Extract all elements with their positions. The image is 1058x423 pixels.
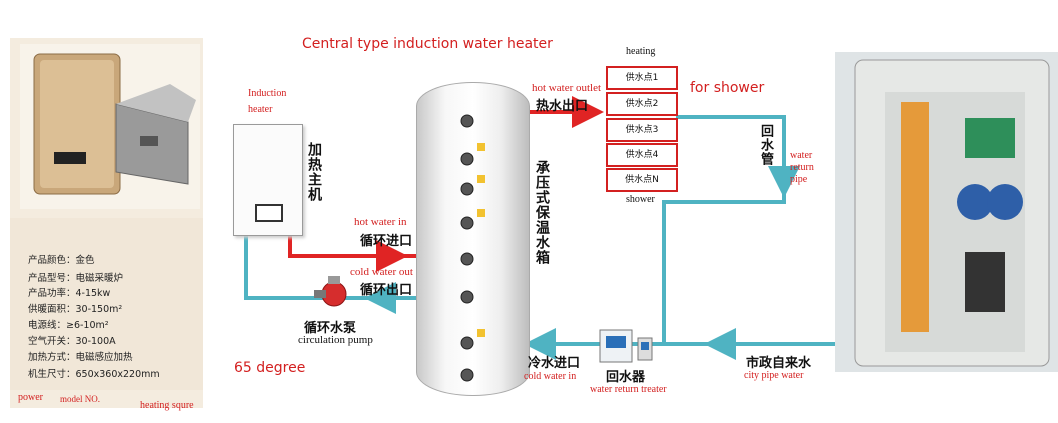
hot-water-in-cn: 循环进口 [360, 234, 413, 249]
spec-line: 加热方式：电磁感应加热 [28, 352, 133, 363]
water-point: 供水点4 [606, 143, 678, 167]
heating-label: heating [626, 46, 656, 57]
water-point: 供水点1 [606, 66, 678, 90]
power-label: power [18, 392, 43, 403]
hot-water-in-en: hot water in [354, 216, 407, 228]
model-label: model NO. [60, 394, 100, 404]
spec-line: 产品颜色：金色 [28, 255, 95, 266]
spec-line: 机生尺寸：650x360x220mm [28, 369, 160, 380]
pump-label-cn: 循环水泵 [304, 321, 357, 336]
spec-line: 产品型号：电磁采暖炉 [28, 273, 124, 284]
water-point: 供水点2 [606, 92, 678, 116]
spec-line: 电源线：≥6-10m² [28, 320, 109, 331]
return-pipe-en: water return pipe [790, 150, 814, 185]
pump-label-en: circulation pump [298, 334, 373, 346]
cold-water-in-cn: 冷水进口 [528, 356, 581, 371]
circulation-pump-icon [312, 272, 352, 316]
tank-label-cn: 承压式保温水箱 [534, 160, 550, 265]
product-photo [20, 44, 200, 209]
hot-water-outlet-cn: 热水出口 [536, 99, 589, 114]
return-treater-icon [598, 328, 660, 368]
spec-line: 空气开关：30-100A [28, 336, 116, 347]
cold-water-out-en: cold water out [350, 266, 413, 278]
heater-interior-photo [835, 52, 1058, 372]
for-shower-label: for shower [690, 80, 765, 96]
heater-display [255, 204, 283, 222]
return-treater-cn: 回水器 [606, 370, 646, 385]
heater-label-cn: 加热主机 [306, 142, 322, 202]
return-pipe-cn: 回水管 [758, 124, 773, 166]
return-pipe [662, 115, 835, 346]
spec-line: 供暖面积：30-150m² [28, 304, 123, 315]
cold-water-out-cn: 循环出口 [360, 283, 413, 298]
spec-line: 产品功率：4-15kw [28, 288, 111, 299]
temperature-label: 65 degree [234, 360, 306, 376]
diagram-title: Central type induction water heater [302, 36, 553, 52]
city-water-en: city pipe water [744, 370, 804, 381]
city-water-cn: 市政自来水 [746, 356, 812, 371]
heating-square-label: heating squre [140, 400, 194, 411]
return-treater-en: water return treater [590, 384, 667, 395]
heater-label-en: Induction heater [248, 88, 287, 115]
storage-tank [416, 82, 530, 396]
cold-water-in-en: cold water in [524, 371, 577, 382]
water-point: 供水点3 [606, 118, 678, 142]
spec-box [10, 218, 203, 390]
water-point: 供水点N [606, 168, 678, 192]
shower-label: shower [626, 194, 655, 205]
cold-pipe-heater [244, 234, 416, 300]
hot-water-outlet-en: hot water outlet [532, 82, 602, 94]
